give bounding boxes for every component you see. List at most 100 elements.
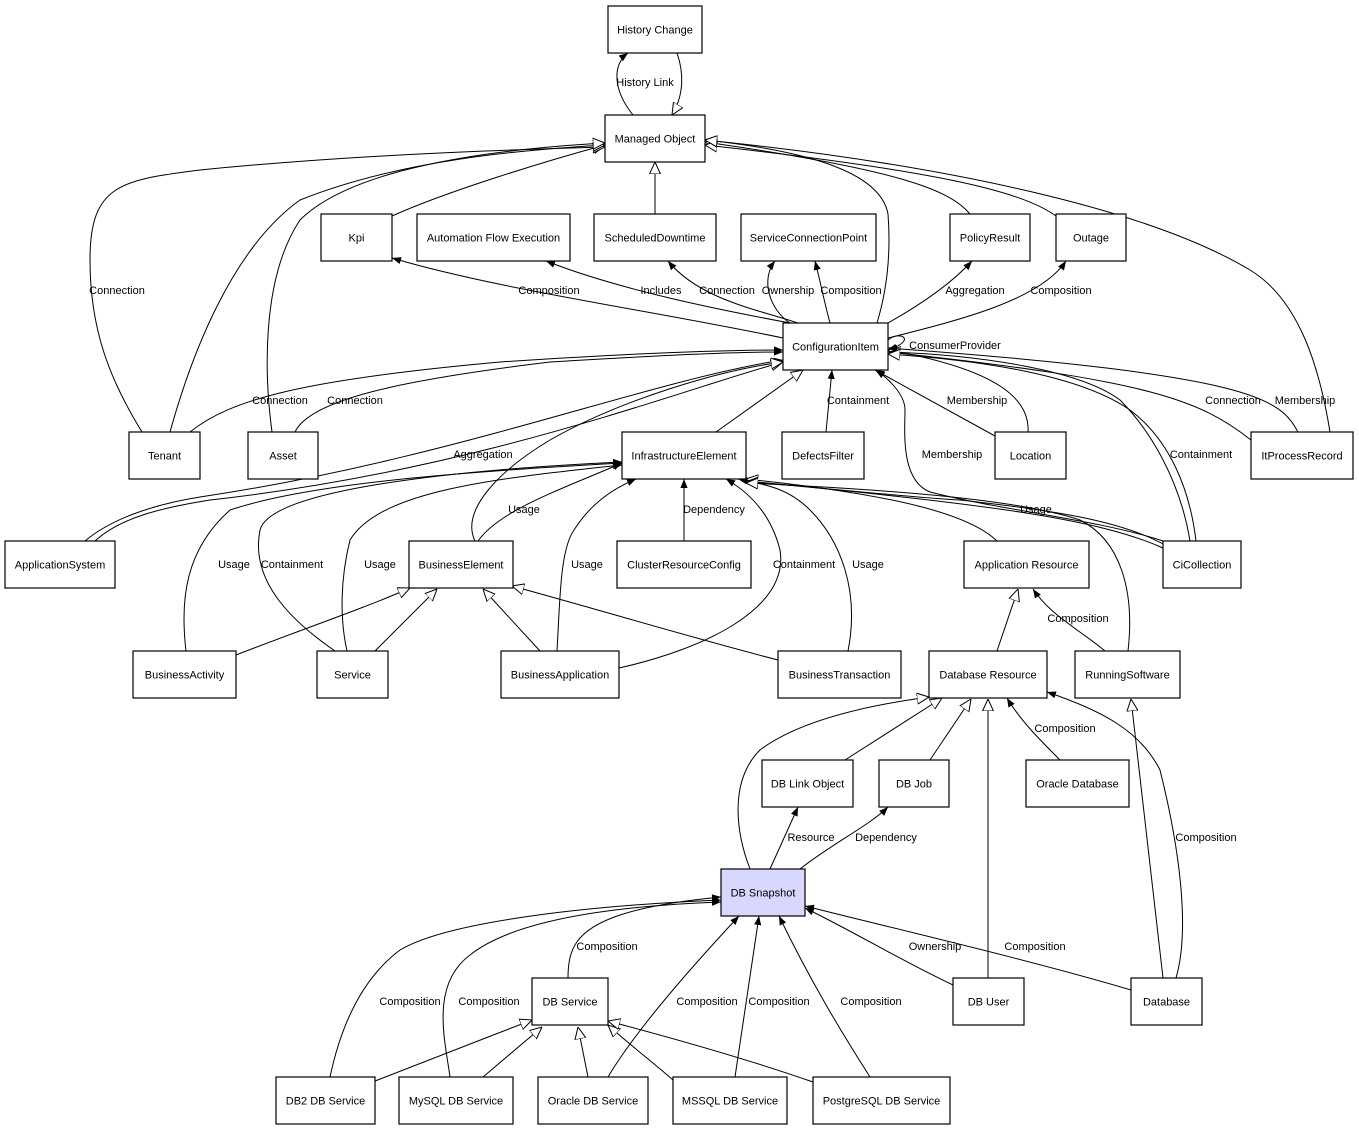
- node-db-link-object[interactable]: DB Link Object: [761, 759, 854, 808]
- node-db2-db-service[interactable]: DB2 DB Service: [275, 1076, 376, 1125]
- edge-label-usage: Usage: [1020, 504, 1052, 516]
- node-box: [781, 431, 865, 480]
- node-box: [994, 431, 1067, 480]
- node-postgresql-db-service[interactable]: PostgreSQL DB Service: [812, 1076, 951, 1125]
- node-mysql-db-service[interactable]: MySQL DB Service: [398, 1076, 514, 1125]
- node-service[interactable]: Service: [316, 650, 389, 699]
- node-application-resource[interactable]: Application Resource: [963, 540, 1090, 589]
- node-automation-flow-execution[interactable]: Automation Flow Execution: [416, 213, 571, 262]
- edge-label-connection: Connection: [89, 285, 145, 297]
- node-box: [1130, 977, 1203, 1026]
- edge-label-connection: Connection: [699, 285, 755, 297]
- node-infrastructure-element[interactable]: InfrastructureElement: [621, 431, 747, 480]
- node-oracle-db-service[interactable]: Oracle DB Service: [537, 1076, 649, 1125]
- edge-label-containment: Containment: [827, 395, 889, 407]
- node-label: DB User: [968, 996, 1010, 1008]
- node-cluster-resource-config[interactable]: ClusterResourceConfig: [616, 540, 752, 589]
- node-managed-object[interactable]: Managed Object: [604, 114, 706, 163]
- node-box: [761, 759, 854, 808]
- edge-db2-db-service-to-db-snapshot: [329, 896, 722, 1078]
- node-db-service[interactable]: DB Service: [531, 977, 609, 1026]
- edge-ci-collection-to-configuration-item: [887, 348, 1191, 542]
- edge-db-link-object-to-database-resource: [844, 698, 942, 761]
- node-location[interactable]: Location: [994, 431, 1067, 480]
- node-box: [416, 213, 571, 262]
- edge-db-snapshot-to-db-job: [799, 806, 889, 870]
- node-box: [398, 1076, 514, 1125]
- node-box: [949, 213, 1031, 262]
- node-application-system[interactable]: ApplicationSystem: [4, 540, 116, 589]
- edge-label-connection: Connection: [1205, 395, 1261, 407]
- node-defects-filter[interactable]: DefectsFilter: [781, 431, 865, 480]
- node-mssql-db-service[interactable]: MSSQL DB Service: [672, 1076, 788, 1125]
- node-asset[interactable]: Asset: [247, 431, 319, 480]
- edge-database-resource-to-application-resource: [996, 589, 1018, 652]
- edge-running-software-to-infrastructure-element: [746, 483, 1131, 652]
- edge-label-usage: Usage: [364, 559, 396, 571]
- node-tenant[interactable]: Tenant: [128, 431, 201, 480]
- node-business-transaction[interactable]: BusinessTransaction: [777, 650, 902, 699]
- node-kpi[interactable]: Kpi: [320, 213, 393, 262]
- edge-label-dependency: Dependency: [855, 832, 917, 844]
- edge-label-connection: Connection: [252, 395, 308, 407]
- node-box: [782, 322, 889, 371]
- node-label: Managed Object: [615, 133, 696, 145]
- edge-history-change-to-managed-object: [672, 52, 682, 115]
- node-business-element[interactable]: BusinessElement: [408, 540, 514, 589]
- node-box: [878, 759, 950, 808]
- edge-mysql-db-service-to-db-snapshot: [442, 898, 722, 1078]
- edge-service-to-business-element: [374, 589, 437, 652]
- edge-managed-object-to-history-change: [616, 52, 634, 116]
- node-database-resource[interactable]: Database Resource: [928, 650, 1048, 699]
- node-ci-collection[interactable]: CiCollection: [1162, 540, 1242, 589]
- edge-label-composition: Composition: [1175, 832, 1236, 844]
- node-label: CiCollection: [1173, 559, 1232, 571]
- node-label: Automation Flow Execution: [427, 232, 560, 244]
- edge-db-snapshot-to-db-link-object: [769, 806, 799, 870]
- node-label: Application Resource: [975, 559, 1079, 571]
- edge-ci-collection-to-infrastructure-element: [745, 478, 1164, 549]
- edge-business-application-to-infrastructure-element: [556, 478, 637, 652]
- edge-label-usage: Usage: [508, 504, 540, 516]
- node-label: ConfigurationItem: [792, 341, 879, 353]
- node-label: BusinessActivity: [145, 669, 225, 681]
- node-service-connection-point[interactable]: ServiceConnectionPoint: [740, 213, 877, 262]
- node-history-change[interactable]: History Change: [607, 5, 703, 54]
- node-label: Oracle Database: [1036, 778, 1119, 790]
- edge-label-composition: Composition: [676, 996, 737, 1008]
- node-configuration-item[interactable]: ConfigurationItem: [782, 322, 889, 371]
- node-db-snapshot[interactable]: DB Snapshot: [720, 868, 806, 917]
- edge-ci-collection-to-configuration-item: [888, 354, 1197, 542]
- node-it-process-record[interactable]: ItProcessRecord: [1250, 431, 1354, 480]
- edge-label-ownership: Ownership: [909, 941, 962, 953]
- node-db-job[interactable]: DB Job: [878, 759, 950, 808]
- edge-label-containment: Containment: [773, 559, 835, 571]
- node-database[interactable]: Database: [1130, 977, 1203, 1026]
- node-policy-result[interactable]: PolicyResult: [949, 213, 1031, 262]
- edge-oracle-database-to-database-resource: [1006, 697, 1061, 761]
- edge-asset-to-configuration-item: [294, 348, 784, 433]
- node-box: [316, 650, 389, 699]
- node-box: [1162, 540, 1242, 589]
- edge-mysql-db-service-to-db-service: [482, 1027, 542, 1078]
- node-label: Tenant: [148, 450, 181, 462]
- edge-configuration-item-to-policy-result: [887, 260, 973, 324]
- node-scheduled-downtime[interactable]: ScheduledDowntime: [593, 213, 717, 262]
- node-label: MSSQL DB Service: [682, 1095, 778, 1107]
- node-box: [1025, 759, 1130, 808]
- node-business-activity[interactable]: BusinessActivity: [132, 650, 237, 699]
- edge-tenant-to-managed-object: [89, 147, 605, 433]
- node-running-software[interactable]: RunningSoftware: [1074, 650, 1181, 699]
- edge-label-composition: Composition: [518, 285, 579, 297]
- node-label: DB Service: [542, 996, 597, 1008]
- node-box: [275, 1076, 376, 1125]
- node-business-application[interactable]: BusinessApplication: [500, 650, 620, 699]
- edge-business-transaction-to-business-element: [512, 586, 779, 661]
- edge-label-composition: Composition: [1034, 723, 1095, 735]
- edge-kpi-to-managed-object: [391, 145, 605, 217]
- node-label: RunningSoftware: [1085, 669, 1169, 681]
- node-oracle-database[interactable]: Oracle Database: [1025, 759, 1130, 808]
- node-outage[interactable]: Outage: [1055, 213, 1127, 262]
- edge-it-process-record-to-managed-object: [705, 140, 1331, 433]
- node-db-user[interactable]: DB User: [952, 977, 1025, 1026]
